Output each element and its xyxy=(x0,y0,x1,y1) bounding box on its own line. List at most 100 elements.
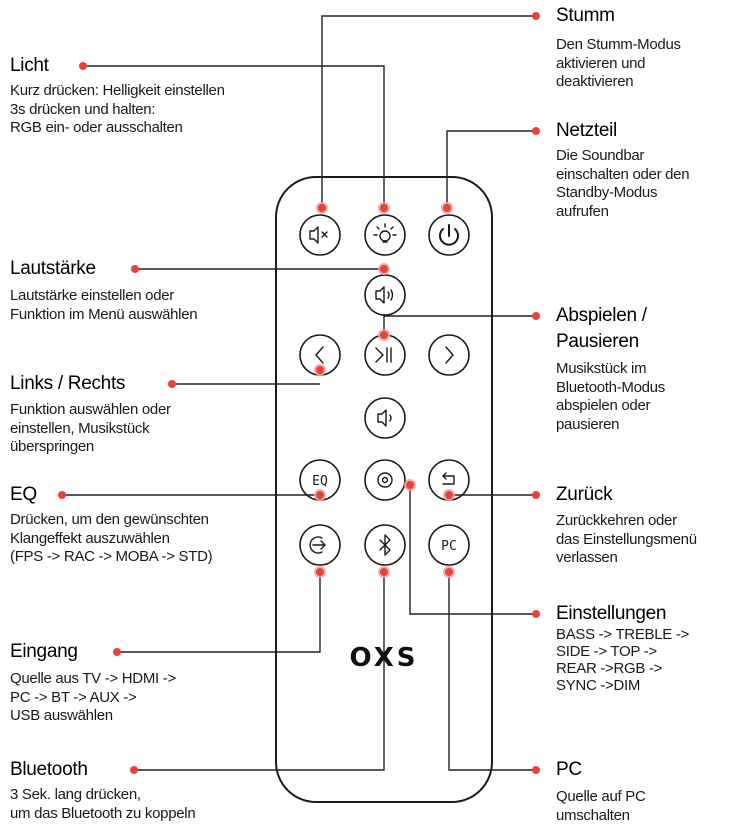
stumm-label: Stumm Den Stumm-Modus aktivieren und dea… xyxy=(556,4,681,92)
power-icon xyxy=(439,224,459,246)
lautstaerke-desc-line: Lautstärke einstellen oder xyxy=(10,287,174,304)
play-pause-button[interactable] xyxy=(364,334,406,376)
bluetooth-label-dot xyxy=(130,766,138,774)
licht-desc-line: Kurz drücken: Helligkeit einstellen xyxy=(10,82,225,99)
light-button[interactable] xyxy=(364,214,406,256)
settings-icon xyxy=(377,472,393,488)
lautstaerke-label-dot xyxy=(131,265,139,273)
volume-up-icon xyxy=(375,286,394,304)
left-right-dot xyxy=(316,366,324,374)
abspielen-desc-line: pausieren xyxy=(556,415,620,433)
stumm-desc-line: deaktivieren xyxy=(556,73,634,90)
next-button[interactable] xyxy=(428,334,470,376)
netzteil-desc: Die Soundbar einschalten oder den Standb… xyxy=(556,147,690,221)
stumm-desc: Den Stumm-Modus aktivieren und deaktivie… xyxy=(556,36,681,92)
light-icon xyxy=(373,223,397,243)
eq-desc-line: (FPS -> RAC -> MOBA -> STD) xyxy=(10,548,213,565)
input-dot xyxy=(316,568,324,576)
input-button[interactable] xyxy=(299,524,341,566)
einstellungen-label: Einstellungen BASS -> TREBLE -> SIDE -> … xyxy=(556,602,689,694)
eq-label-dot xyxy=(58,491,66,499)
netzteil-desc-line: einschalten oder den xyxy=(556,165,690,183)
pc-label: PC Quelle auf PC umschalten xyxy=(556,758,646,825)
leader-stumm xyxy=(321,15,536,208)
zurueck-desc: Zurückkehren oder das Einstellungsmenü v… xyxy=(556,512,697,568)
light-dot xyxy=(380,204,388,212)
settings-dot xyxy=(406,481,414,489)
brand-logo: OXS xyxy=(350,643,419,673)
einstellungen-desc-line: SIDE -> TOP -> xyxy=(556,643,657,660)
abspielen-desc-line: abspielen oder xyxy=(556,397,651,414)
eingang-desc-line: USB auswählen xyxy=(10,707,113,724)
links-rechts-desc-line: einstellen, Musikstück xyxy=(10,419,150,437)
mute-icon xyxy=(309,226,328,244)
lautstaerke-desc: Lautstärke einstellen oder Funktion im M… xyxy=(10,287,198,324)
power-dot xyxy=(443,204,451,212)
pc-desc-line: umschalten xyxy=(556,806,630,824)
licht-title: Licht xyxy=(10,55,49,76)
pc-button-label: PC xyxy=(441,539,457,554)
lautstaerke-desc-line: Funktion im Menü auswählen xyxy=(10,305,198,323)
abspielen-title: Abspielen / xyxy=(556,305,647,326)
abspielen-label: Abspielen / Pausieren Musikstück im Blue… xyxy=(556,304,665,434)
einstellungen-desc-line: REAR ->RGB -> xyxy=(556,660,663,677)
licht-desc: Kurz drücken: Helligkeit einstellen 3s d… xyxy=(10,82,225,138)
einstellungen-desc-line: BASS -> TREBLE -> xyxy=(556,626,690,643)
links-rechts-label: Links / Rechts Funktion auswählen oder e… xyxy=(10,372,171,457)
links-rechts-desc-line: überspringen xyxy=(10,438,94,455)
bluetooth-desc-line: um das Bluetooth zu koppeln xyxy=(10,804,196,822)
eq-desc: Drücken, um den gewünschten Klangeffekt … xyxy=(10,511,213,567)
leader-einstellungen xyxy=(409,485,536,615)
zurueck-desc-line: Zurückkehren oder xyxy=(556,512,677,529)
links-rechts-desc-line: Funktion auswählen oder xyxy=(10,401,171,418)
einstellungen-title: Einstellungen xyxy=(556,603,667,624)
bluetooth-button[interactable] xyxy=(364,524,406,566)
bluetooth-desc: 3 Sek. lang drücken, um das Bluetooth zu… xyxy=(10,786,196,823)
eq-desc-line: Drücken, um den gewünschten xyxy=(10,511,209,528)
stumm-title: Stumm xyxy=(556,5,615,26)
pc-dot xyxy=(445,568,453,576)
leader-abspielen xyxy=(383,315,536,335)
volume-down-button[interactable] xyxy=(364,397,406,439)
licht-desc-line: 3s drücken und halten: xyxy=(10,100,156,118)
licht-desc-line: RGB ein- oder ausschalten xyxy=(10,119,183,136)
eq-dot xyxy=(316,491,324,499)
netzteil-desc-line: Standby-Modus xyxy=(556,184,658,201)
abspielen-label-dot xyxy=(532,312,540,320)
mute-dot xyxy=(318,204,326,212)
back-icon xyxy=(442,472,455,485)
power-button[interactable] xyxy=(428,214,470,256)
bluetooth-label: Bluetooth 3 Sek. lang drücken, um das Bl… xyxy=(10,758,196,823)
stumm-label-dot xyxy=(532,12,540,20)
licht-label-dot xyxy=(79,62,87,70)
pc-desc: Quelle auf PC umschalten xyxy=(556,788,646,825)
zurueck-desc-line: das Einstellungsmenü xyxy=(556,530,697,548)
settings-button[interactable] xyxy=(364,459,406,501)
bluetooth-desc-line: 3 Sek. lang drücken, xyxy=(10,786,141,803)
netzteil-desc-line: Die Soundbar xyxy=(556,147,645,164)
stumm-desc-line: aktivieren und xyxy=(556,54,646,72)
stumm-desc-line: Den Stumm-Modus xyxy=(556,36,681,53)
eq-label: EQ Drücken, um den gewünschten Klangeffe… xyxy=(10,483,213,567)
einstellungen-desc: BASS -> TREBLE -> SIDE -> TOP -> REAR ->… xyxy=(556,626,689,694)
eingang-desc-line: PC -> BT -> AUX -> xyxy=(10,688,137,706)
mute-button[interactable] xyxy=(299,214,341,256)
leader-lines xyxy=(62,15,536,771)
links-rechts-title: Links / Rechts xyxy=(10,373,126,394)
pc-title: PC xyxy=(556,759,582,780)
leader-pc xyxy=(448,572,536,771)
bluetooth-dot xyxy=(380,568,388,576)
play-dot xyxy=(380,331,388,339)
bluetooth-icon xyxy=(379,534,391,556)
back-dot xyxy=(445,491,453,499)
netzteil-label-dot xyxy=(532,127,540,135)
volume-up-button[interactable] xyxy=(364,274,406,316)
bluetooth-title: Bluetooth xyxy=(10,759,88,780)
abspielen-desc: Musikstück im Bluetooth-Modus abspielen … xyxy=(556,360,665,434)
abspielen-desc-line: Musikstück im xyxy=(556,360,647,377)
pc-button[interactable] xyxy=(428,524,470,566)
leader-netzteil xyxy=(446,130,536,208)
abspielen-desc-line: Bluetooth-Modus xyxy=(556,378,665,396)
licht-label: Licht Kurz drücken: Helligkeit einstelle… xyxy=(10,54,225,138)
pc-label-dot xyxy=(532,766,540,774)
